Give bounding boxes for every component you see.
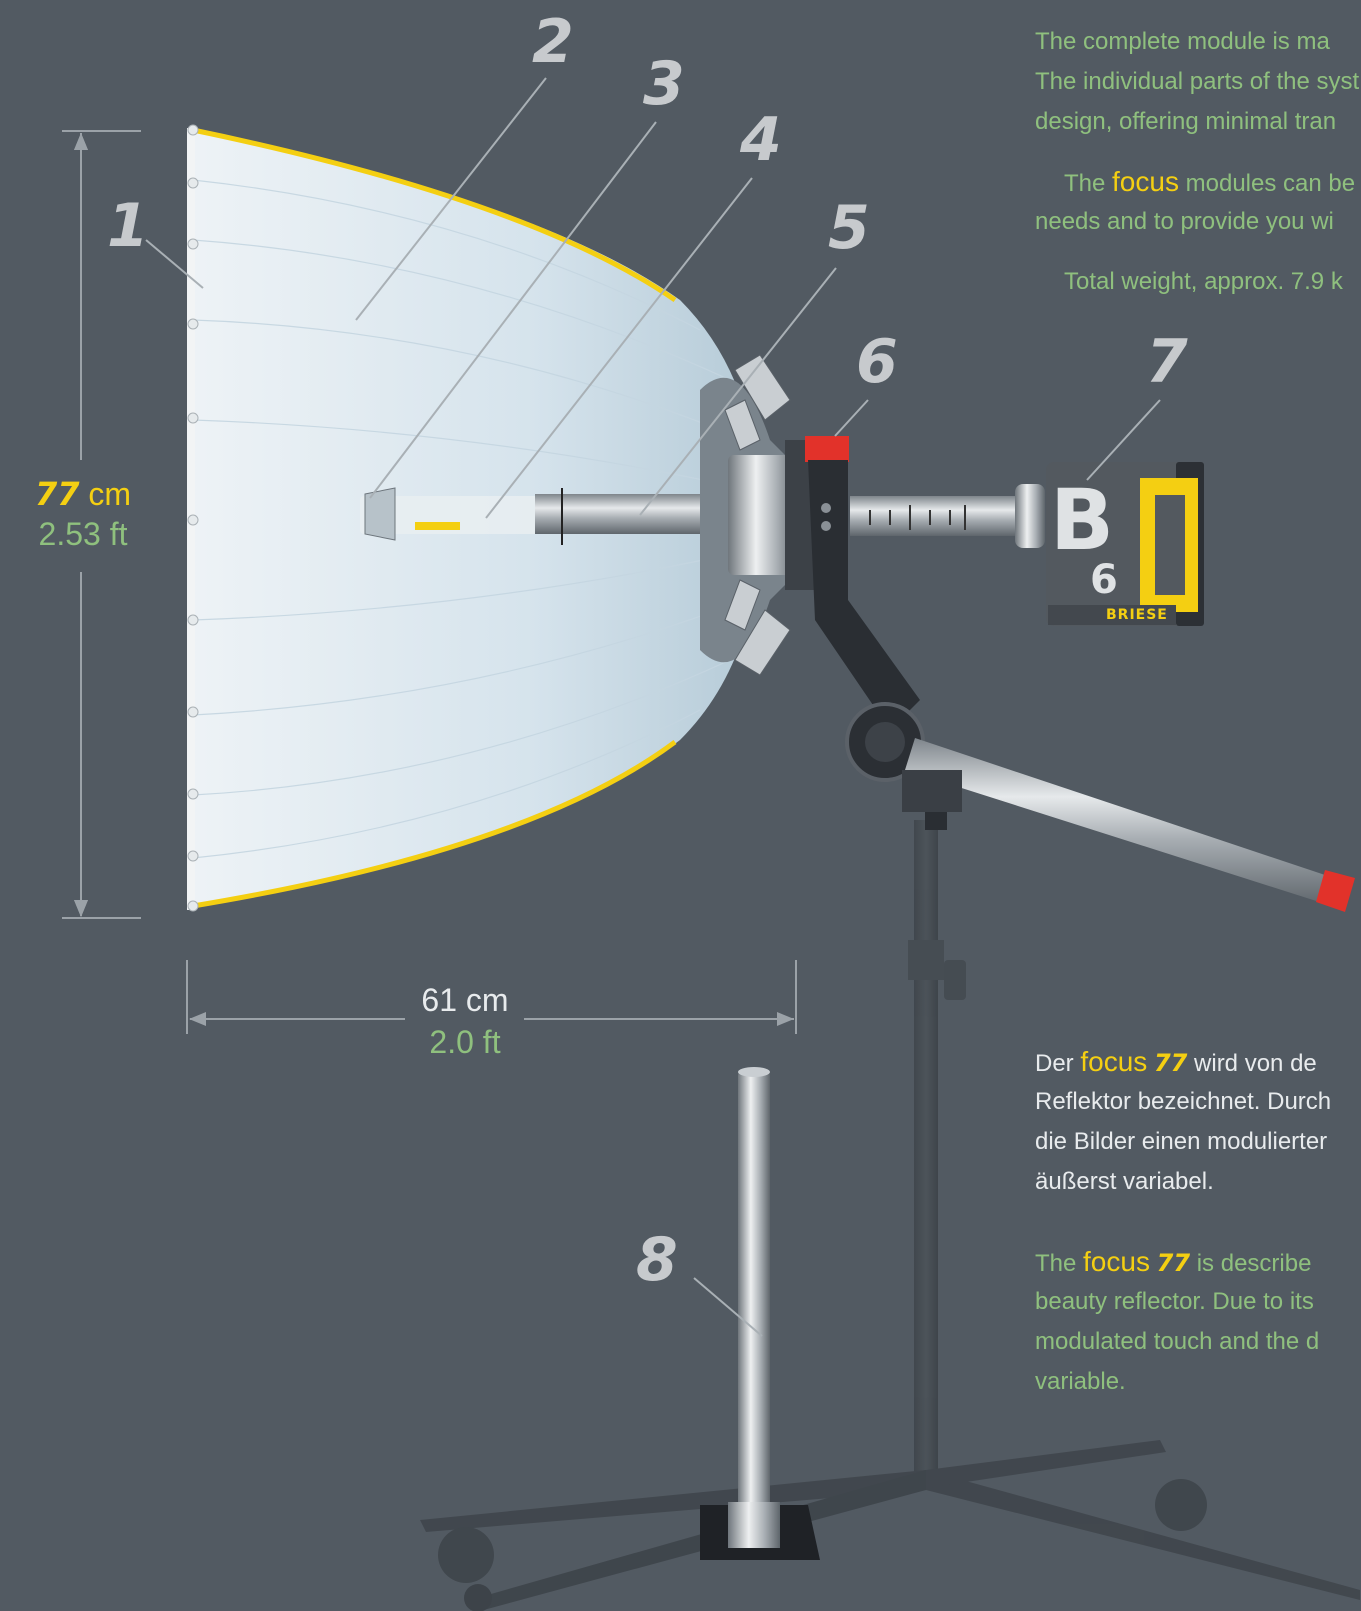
height-value: 77 xyxy=(34,475,80,513)
b6-logo-digit: 6 xyxy=(1090,557,1118,603)
german-line-1-pre: Der xyxy=(1035,1050,1081,1077)
yellow-rim-top xyxy=(192,127,677,303)
callout-leaders xyxy=(145,77,1161,1337)
english-model-number: 77 xyxy=(1156,1249,1191,1277)
english-line-1-post: is describe xyxy=(1190,1250,1312,1277)
yoke-bracket xyxy=(808,460,920,730)
english-text-line-3: modulated touch and the d xyxy=(1035,1328,1320,1355)
german-text-line-2: Reflektor bezeichnet. Durch xyxy=(1035,1088,1332,1115)
top-text-line-2: The individual parts of the syst xyxy=(1035,68,1360,95)
top-text-line-4-pre: The xyxy=(1064,170,1113,197)
german-brand: focus xyxy=(1080,1046,1148,1077)
b6-logo-brand: BRIESE xyxy=(1106,607,1168,623)
german-text-line-3: die Bilder einen modulierter xyxy=(1035,1128,1328,1155)
top-text-line-5: needs and to provide you wi xyxy=(1035,208,1334,235)
callout-8: 8 xyxy=(636,1225,678,1295)
top-text-line-3: design, offering minimal tran xyxy=(1035,108,1337,135)
callout-7: 7 xyxy=(1146,327,1188,397)
top-text-brand: focus xyxy=(1112,166,1179,197)
width-dimension-lines xyxy=(186,960,797,1034)
german-line-1-post: wird von de xyxy=(1187,1050,1317,1077)
german-text-line-1: Der focus 77 wird von de xyxy=(1035,1042,1361,1084)
german-model-number: 77 xyxy=(1153,1049,1188,1077)
spigot-tube xyxy=(738,1070,770,1530)
callout-4: 4 xyxy=(740,105,782,175)
width-imperial: 2.0 ft xyxy=(429,1024,501,1060)
height-imperial: 2.53 ft xyxy=(38,516,128,552)
english-line-1-pre: The xyxy=(1035,1250,1084,1277)
callout-6: 6 xyxy=(856,327,898,397)
support-arm xyxy=(905,738,1340,906)
german-text-line-4: äußerst variabel. xyxy=(1035,1168,1214,1195)
top-text-line-6: Total weight, approx. 7.9 k xyxy=(1064,268,1343,295)
english-text-line-2: beauty reflector. Due to its xyxy=(1035,1288,1314,1315)
top-text-line-4: The focus modules can be xyxy=(1064,162,1361,204)
top-text-line-1: The complete module is ma xyxy=(1035,28,1330,55)
callout-2: 2 xyxy=(532,7,574,77)
yellow-rim-bottom xyxy=(192,739,677,909)
width-metric: 61 cm xyxy=(421,982,509,1018)
light-stand xyxy=(420,820,1360,1611)
b6-logo-letter: B xyxy=(1050,471,1115,569)
english-brand: focus xyxy=(1083,1246,1150,1277)
callout-3: 3 xyxy=(643,49,685,119)
height-unit: cm xyxy=(88,476,132,512)
top-text-line-4-post: modules can be xyxy=(1178,170,1356,197)
callout-1: 1 xyxy=(107,191,149,261)
english-text-line-1: The focus 77 is describe xyxy=(1035,1242,1361,1284)
height-label: 77 cm xyxy=(18,474,148,514)
english-text-line-4: variable. xyxy=(1035,1368,1126,1395)
callout-5: 5 xyxy=(828,193,870,263)
